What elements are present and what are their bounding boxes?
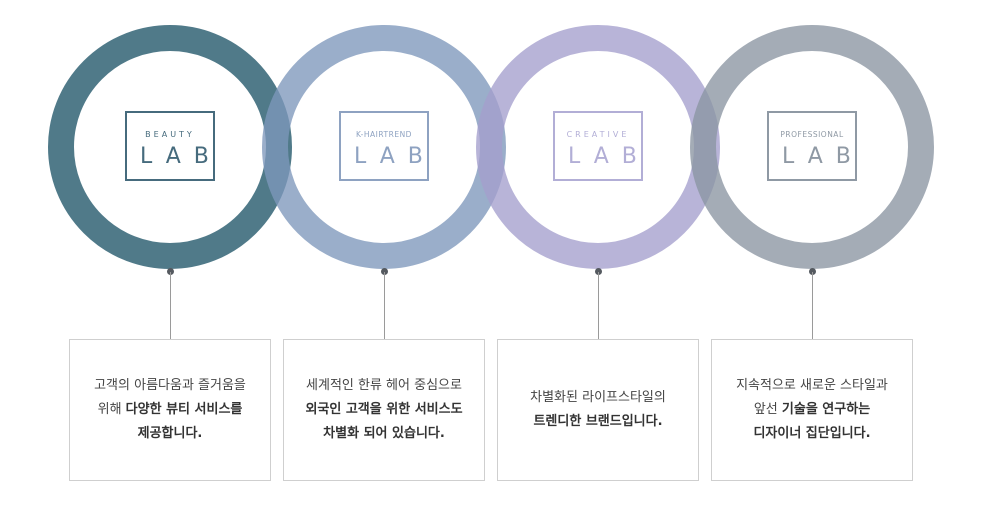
description-text: 앞선 — [753, 402, 782, 417]
description-highlight: 기술을 연구하는 — [781, 402, 871, 417]
description-line: 앞선 기술을 연구하는 — [754, 398, 870, 422]
k-hairtrend-lab-description: 세계적인 한류 헤어 중심으로 외국인 고객을 위한 서비스도 차별화 되어 있… — [283, 339, 485, 481]
description-highlight: 다양한 뷰티 서비스를 — [125, 402, 243, 417]
description-line: 세계적인 한류 헤어 중심으로 — [306, 378, 462, 393]
connector-line — [598, 272, 599, 339]
connector-dot — [381, 268, 388, 275]
beauty-lab-description: 고객의 아름다움과 즐거움을 위해 다양한 뷰티 서비스를 제공합니다. — [69, 339, 271, 481]
description-highlight: 제공합니다. — [137, 426, 203, 441]
connector-line — [170, 272, 171, 339]
description-highlight: 외국인 고객을 위한 서비스도 — [305, 402, 463, 417]
description-line: 트렌디한 브랜드입니다. — [533, 410, 662, 434]
logo-main-text: LAB — [568, 144, 650, 169]
professional-lab-description: 지속적으로 새로운 스타일과 앞선 기술을 연구하는 디자이너 집단입니다. — [711, 339, 913, 481]
description-line: 외국인 고객을 위한 서비스도 — [305, 398, 462, 422]
description-highlight: 차별화 되어 있습니다. — [323, 426, 445, 441]
connector-dot — [595, 268, 602, 275]
description-text: 위해 — [97, 402, 126, 417]
description-line: 제공합니다. — [138, 422, 203, 446]
description-line: 위해 다양한 뷰티 서비스를 — [98, 398, 243, 422]
beauty-lab-logo: BEAUTY LAB — [125, 111, 215, 181]
description-highlight: 디자이너 집단입니다. — [753, 426, 871, 441]
description-line: 고객의 아름다움과 즐거움을 — [94, 378, 246, 393]
connector-dot — [809, 268, 816, 275]
logo-main-text: LAB — [140, 144, 222, 169]
description-line: 디자이너 집단입니다. — [753, 422, 870, 446]
logo-top-text: K-HAIRTREND — [356, 130, 412, 139]
description-highlight: 트렌디한 브랜드입니다. — [533, 414, 663, 429]
professional-lab-logo: PROFESSIONAL LAB — [767, 111, 857, 181]
creative-lab-logo: CREATIVE LAB — [553, 111, 643, 181]
logo-main-text: LAB — [782, 144, 864, 169]
logo-top-text: CREATIVE — [566, 130, 630, 139]
description-line: 지속적으로 새로운 스타일과 — [736, 378, 888, 393]
logo-top-text: BEAUTY — [145, 130, 195, 139]
k-hairtrend-lab-logo: K-HAIRTREND LAB — [339, 111, 429, 181]
connector-dot — [167, 268, 174, 275]
logo-top-text: PROFESSIONAL — [780, 130, 844, 139]
logo-main-text: LAB — [354, 144, 436, 169]
creative-lab-description: 차별화된 라이프스타일의 트렌디한 브랜드입니다. — [497, 339, 699, 481]
description-line: 차별화 되어 있습니다. — [323, 422, 445, 446]
description-line: 차별화된 라이프스타일의 — [530, 390, 666, 405]
connector-line — [384, 272, 385, 339]
ring-professional-lab — [690, 25, 934, 269]
connector-line — [812, 272, 813, 339]
